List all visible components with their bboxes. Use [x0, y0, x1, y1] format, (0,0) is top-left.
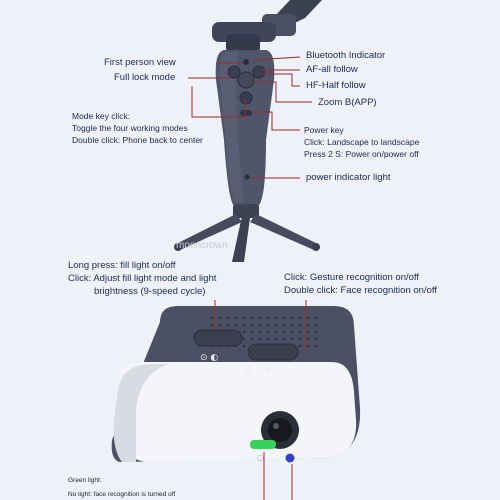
- label-af-all-follow: AF-all follow: [306, 64, 358, 75]
- label-full-lock-mode: Full lock mode: [114, 72, 176, 83]
- fill-light-illustration: ⊙ ◐ ⊚ ✧ ⊛ ◌: [111, 306, 361, 463]
- svg-text:⊚ ✧ ⊛: ⊚ ✧ ⊛: [244, 365, 272, 375]
- label-power-indicator: power indicator light: [306, 172, 391, 183]
- label-power-key: Power key: [304, 125, 344, 135]
- label-mode-key-click: Mode key click:: [72, 111, 131, 121]
- speaker-grille: [210, 316, 318, 348]
- svg-text:⊙ ◐: ⊙ ◐: [200, 353, 218, 363]
- label-mode-key-toggle: Toggle the four working modes: [72, 123, 188, 133]
- label-long-press: Long press: fill light on/off: [68, 260, 176, 271]
- label-zoom: Zoom B(APP): [318, 97, 377, 108]
- watermark-text: mooncrown: [176, 240, 228, 251]
- label-green-light: Green light:: [68, 477, 102, 484]
- label-bluetooth-indicator: Bluetooth Indicator: [306, 50, 386, 61]
- svg-text:◌: ◌: [257, 453, 264, 462]
- label-hf-half-follow: HF-Half follow: [306, 80, 366, 91]
- label-power-key-click: Click: Landscape to landscape: [304, 137, 420, 147]
- label-brightness-cycle: brightness (9-speed cycle): [94, 286, 206, 297]
- label-first-person-view: First person view: [104, 57, 176, 68]
- label-mode-key-double: Double click: Phone back to center: [72, 135, 203, 145]
- label-face-double-click: Double click: Face recognition on/off: [284, 285, 437, 296]
- label-click-adjust: Click: Adjust fill light mode and light: [68, 273, 217, 284]
- label-power-key-press: Press 2 S: Power on/power off: [304, 149, 419, 159]
- light-callout-lines: [214, 300, 307, 500]
- label-gesture-click: Click: Gesture recognition on/off: [284, 272, 420, 283]
- label-no-light: No light: face recognition is turned off: [68, 491, 176, 498]
- gimbal-illustration: [174, 0, 322, 262]
- gimbal-callout-lines: [188, 56, 312, 179]
